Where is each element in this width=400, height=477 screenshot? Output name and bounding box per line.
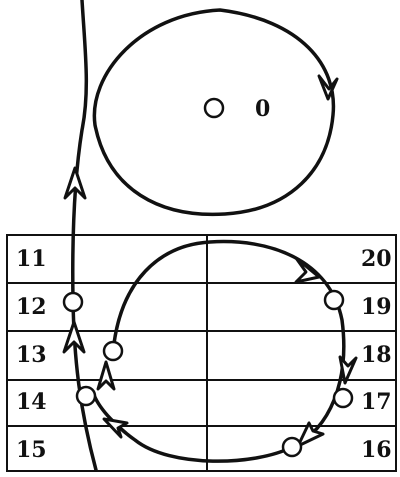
position-marker-17 [332,387,354,409]
center-label: 0 [255,96,270,122]
row-label-right: 16 [361,437,392,463]
lower-oval-arrow-icon [102,417,129,439]
position-marker-16 [281,436,303,458]
lower-oval-path [92,239,358,463]
position-marker-13 [102,340,124,362]
upper-circle-curve [92,8,336,217]
row-label-left: 12 [16,294,47,320]
left-track-arrow-up-icon [63,166,87,200]
row-label-left: 15 [16,437,47,463]
lower-oval-arrow-icon [296,421,325,448]
left-track-arrow-up-icon [62,320,86,354]
lower-oval-arrow-up-icon [96,360,116,391]
grid-border [6,234,397,472]
row-label-right: 18 [361,342,392,368]
row-label-right: 17 [361,389,392,415]
position-marker-19 [323,289,345,311]
lower-oval-arrow-icon [294,256,321,284]
position-markers [62,97,354,458]
row-label-right: 20 [361,246,392,272]
row-label-right: 19 [361,294,392,320]
lower-oval-arrow-icon [338,355,358,385]
upper-circle-path [92,8,339,217]
row-label-left: 11 [16,246,47,272]
center-marker [203,97,225,119]
position-marker-12 [62,291,84,313]
upper-circle-arrow-icon [317,74,339,101]
row-label-left: 14 [16,389,47,415]
position-grid [6,234,397,472]
row-labels: 11 20 12 19 13 18 14 17 15 16 [16,246,392,463]
row-label-left: 13 [16,342,47,368]
position-marker-14 [75,385,97,407]
